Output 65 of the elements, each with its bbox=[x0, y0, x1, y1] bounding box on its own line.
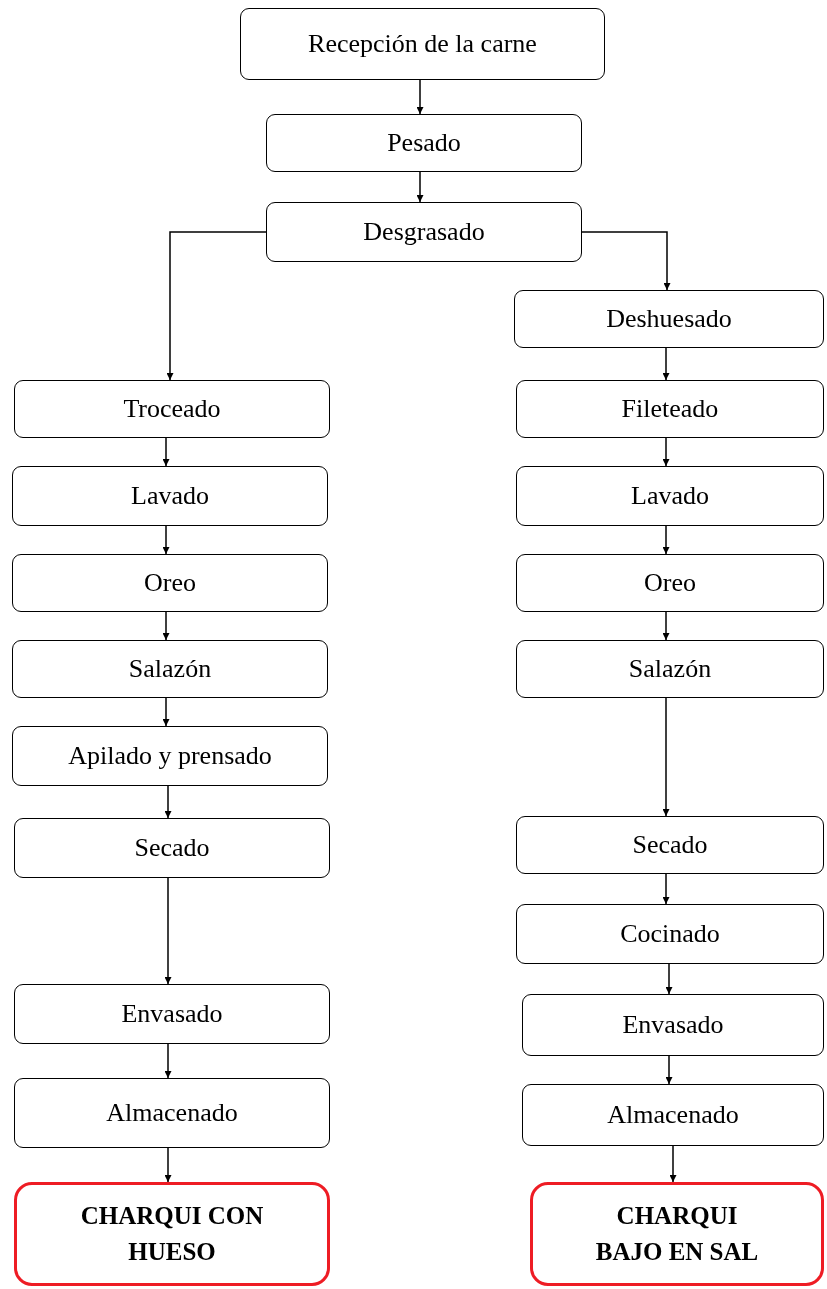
step-label: Envasado bbox=[622, 1009, 724, 1042]
arrow bbox=[662, 873, 670, 905]
step-label: Recepción de la carne bbox=[308, 28, 537, 61]
process-box bbox=[14, 984, 330, 1044]
arrow bbox=[662, 697, 670, 817]
step-label: Salazón bbox=[128, 653, 212, 686]
arrow bbox=[665, 963, 673, 995]
arrow bbox=[162, 437, 170, 467]
arrow bbox=[166, 231, 267, 381]
step-label: Almacenado bbox=[607, 1099, 739, 1132]
step-label: Oreo bbox=[144, 567, 196, 600]
step-label: CHARQUI CON HUESO bbox=[79, 1200, 265, 1267]
step-label: Lavado bbox=[631, 480, 709, 513]
process-box bbox=[514, 290, 824, 348]
step-label: Troceado bbox=[123, 393, 221, 426]
process-box bbox=[12, 640, 328, 698]
arrow bbox=[162, 525, 170, 555]
step-label: Deshuesado bbox=[606, 303, 732, 336]
arrow bbox=[164, 1043, 172, 1079]
arrow bbox=[162, 697, 170, 727]
step-label: Cocinado bbox=[620, 918, 720, 951]
step-label: Fileteado bbox=[621, 393, 719, 426]
process-box bbox=[14, 380, 330, 438]
step-label: Salazón bbox=[628, 653, 712, 686]
process-box bbox=[266, 114, 582, 172]
step-label: Lavado bbox=[131, 480, 209, 513]
step-label: Secado bbox=[632, 829, 708, 862]
product-box bbox=[14, 1182, 330, 1286]
process-box bbox=[516, 554, 824, 612]
step-label: Oreo bbox=[644, 567, 696, 600]
step-label: Pesado bbox=[387, 127, 461, 160]
process-box bbox=[12, 466, 328, 526]
process-box bbox=[516, 904, 824, 964]
process-box bbox=[240, 8, 605, 80]
process-box bbox=[12, 554, 328, 612]
process-box bbox=[522, 994, 824, 1056]
process-box bbox=[14, 1078, 330, 1148]
step-label: Almacenado bbox=[106, 1097, 238, 1130]
arrow bbox=[162, 611, 170, 641]
arrow bbox=[662, 437, 670, 467]
step-label: Apilado y prensado bbox=[68, 740, 272, 773]
arrow bbox=[669, 1145, 677, 1183]
arrow bbox=[164, 877, 172, 985]
process-box bbox=[266, 202, 582, 262]
arrow bbox=[164, 1147, 172, 1183]
process-box bbox=[12, 726, 328, 786]
arrow bbox=[581, 231, 671, 291]
process-box bbox=[522, 1084, 824, 1146]
process-box bbox=[516, 380, 824, 438]
step-label: Envasado bbox=[121, 998, 223, 1031]
arrow bbox=[665, 1055, 673, 1085]
process-box bbox=[14, 818, 330, 878]
step-label: Desgrasado bbox=[363, 216, 485, 249]
arrow bbox=[662, 525, 670, 555]
arrow bbox=[164, 785, 172, 819]
arrow bbox=[662, 347, 670, 381]
step-label: Secado bbox=[134, 832, 210, 865]
process-box bbox=[516, 466, 824, 526]
arrow bbox=[416, 79, 424, 115]
arrow bbox=[416, 171, 424, 203]
product-box bbox=[530, 1182, 824, 1286]
process-box bbox=[516, 816, 824, 874]
process-box bbox=[516, 640, 824, 698]
step-label: CHARQUI BAJO EN SAL bbox=[594, 1200, 760, 1267]
arrow bbox=[662, 611, 670, 641]
